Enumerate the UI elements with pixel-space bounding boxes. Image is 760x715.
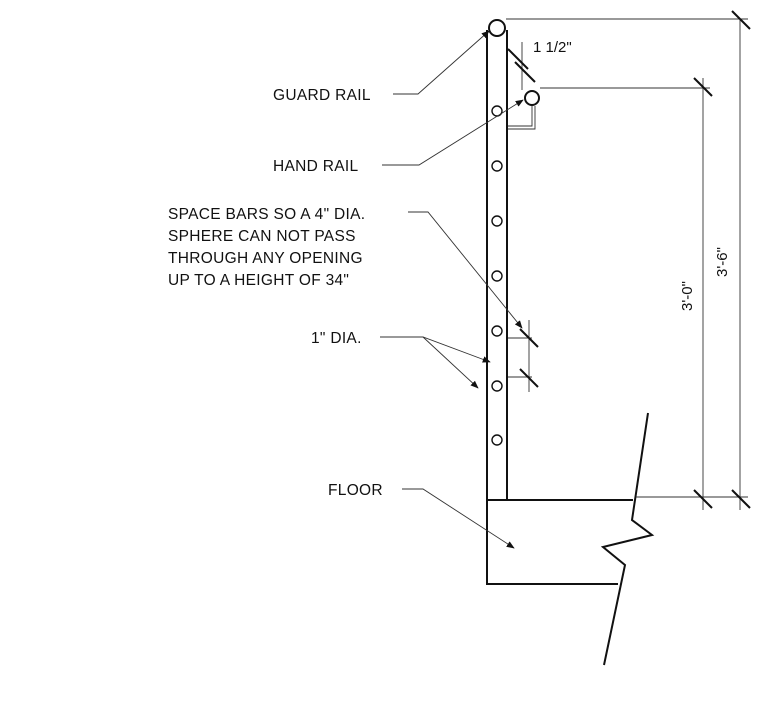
dimension-lines [521, 19, 741, 510]
hand-rail-label: HAND RAIL [273, 158, 358, 175]
hand-rail [508, 90, 540, 130]
bar-holes [491, 105, 503, 446]
extension-lines [506, 18, 748, 498]
spacing-note-line-4: UP TO A HEIGHT OF 34" [168, 272, 349, 289]
floor-leader [402, 488, 515, 549]
spacing-note-leader [408, 211, 523, 329]
bar-dia-label: 1" DIA. [311, 330, 362, 347]
guard-rail-top-circle [488, 19, 506, 37]
dimension-ticks [507, 10, 751, 509]
guard-rail-label: GUARD RAIL [273, 87, 371, 104]
guard-rail-post [486, 19, 508, 500]
spacing-note: SPACE BARS SO A 4" DIA. SPHERE CAN NOT P… [168, 206, 365, 289]
spacing-note-line-2: SPHERE CAN NOT PASS [168, 228, 356, 245]
floor-label: FLOOR [328, 482, 383, 499]
guard-rail-leader [393, 30, 490, 95]
hand-rail-leader [382, 99, 524, 166]
leader-lines [380, 30, 524, 549]
spacing-note-line-1: SPACE BARS SO A 4" DIA. [168, 206, 365, 223]
guardrail-height-dim: 3'-6" [714, 247, 731, 277]
bar-dia-leader-2 [422, 336, 479, 389]
bar-dia-leader-1 [380, 336, 491, 363]
handrail-height-dim: 3'-0" [679, 281, 696, 311]
spacing-note-line-3: THROUGH ANY OPENING [168, 250, 363, 267]
floor-slab [486, 412, 655, 666]
handrail-offset-dim: 1 1/2" [533, 39, 572, 56]
